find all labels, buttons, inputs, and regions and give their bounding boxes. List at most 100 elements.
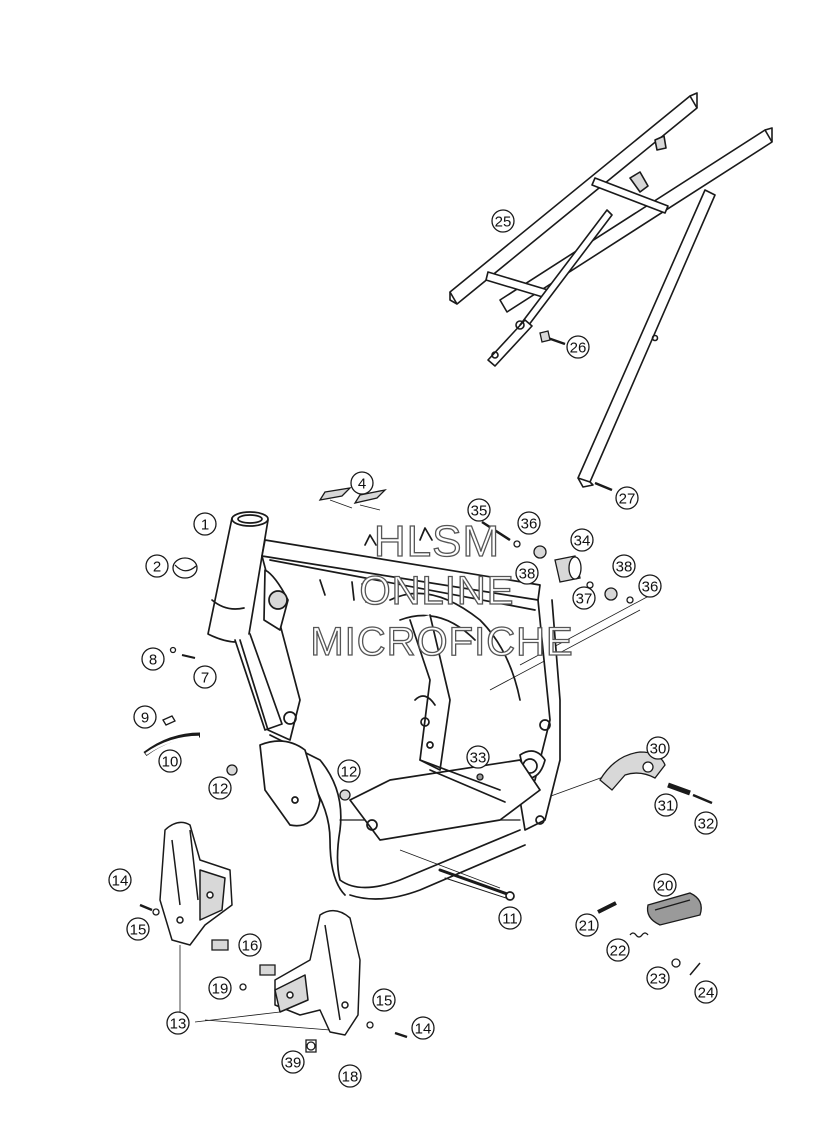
callout-11: 11 [498, 906, 522, 930]
callout-38: 38 [612, 554, 636, 578]
callout-circle [612, 554, 636, 578]
callout-30: 30 [646, 736, 670, 760]
callout-circle [615, 486, 639, 510]
callout-circle [566, 335, 590, 359]
callout-9: 9 [133, 705, 157, 729]
callout-number: 31 [658, 798, 675, 815]
callout-14: 14 [108, 868, 132, 892]
callout-number: 1 [201, 517, 209, 534]
callout-20: 20 [653, 873, 677, 897]
callout-circle [498, 906, 522, 930]
callout-circle [372, 988, 396, 1012]
callout-23: 23 [646, 966, 670, 990]
callout-number: 38 [519, 566, 536, 583]
callout-24: 24 [694, 980, 718, 1004]
callout-31: 31 [654, 793, 678, 817]
callout-34: 34 [570, 528, 594, 552]
callout-circle [606, 938, 630, 962]
callout-26: 26 [566, 335, 590, 359]
main-frame [207, 511, 561, 901]
callout-8: 8 [141, 647, 165, 671]
callout-number: 13 [170, 1016, 187, 1033]
callout-number: 18 [342, 1069, 359, 1086]
callout-number: 7 [201, 670, 209, 687]
callout-number: 9 [141, 710, 149, 727]
callout-number: 37 [576, 591, 593, 608]
leader-lines [179, 499, 661, 1031]
callout-10: 10 [158, 749, 182, 773]
callout-number: 16 [242, 938, 259, 955]
callout-number: 19 [212, 981, 229, 998]
callout-circle [338, 1064, 362, 1088]
callout-22: 22 [606, 938, 630, 962]
callout-circle [193, 665, 217, 689]
callout-2: 2 [145, 554, 169, 578]
callout-19: 19 [208, 976, 232, 1000]
callout-33: 33 [466, 745, 490, 769]
callout-27: 27 [615, 486, 639, 510]
callout-number: 4 [358, 476, 366, 493]
subframe [449, 92, 773, 488]
callout-39: 39 [281, 1050, 305, 1074]
callout-circle [133, 705, 157, 729]
callout-number: 2 [153, 559, 161, 576]
callout-18: 18 [338, 1064, 362, 1088]
callout-circle [108, 868, 132, 892]
callout-14: 14 [411, 1016, 435, 1040]
callout-36: 36 [638, 574, 662, 598]
callout-circle [654, 793, 678, 817]
callout-37: 37 [572, 586, 596, 610]
callout-25: 25 [491, 209, 515, 233]
callout-number: 33 [470, 750, 487, 767]
callout-circle [126, 917, 150, 941]
callout-circle [572, 586, 596, 610]
callout-circle [638, 574, 662, 598]
callout-number: 38 [616, 559, 633, 576]
callout-circle [694, 811, 718, 835]
callout-circle [350, 471, 374, 495]
callout-circle [166, 1011, 190, 1035]
callout-15: 15 [372, 988, 396, 1012]
callout-number: 22 [610, 943, 627, 960]
callout-number: 20 [657, 878, 674, 895]
callout-number: 23 [650, 971, 667, 988]
callout-15: 15 [126, 917, 150, 941]
callout-number: 36 [642, 579, 659, 596]
callout-number: 15 [130, 922, 147, 939]
callout-12: 12 [208, 776, 232, 800]
callout-32: 32 [694, 811, 718, 835]
callout-4: 4 [350, 471, 374, 495]
callout-labels: 1247891011121213141415151618192021222324… [108, 209, 718, 1088]
callout-number: 14 [415, 1021, 432, 1038]
callout-number: 8 [149, 652, 157, 669]
callout-circle [238, 933, 262, 957]
watermark-line-1: HLSM [374, 517, 500, 566]
callout-number: 12 [341, 764, 358, 781]
callout-number: 25 [495, 214, 512, 231]
callout-circle [208, 776, 232, 800]
callout-circle [653, 873, 677, 897]
callout-circle [491, 209, 515, 233]
callout-circle [694, 980, 718, 1004]
callout-number: 26 [570, 340, 587, 357]
callout-number: 10 [162, 754, 179, 771]
callout-circle [337, 759, 361, 783]
callout-number: 34 [574, 533, 591, 550]
callout-circle [570, 528, 594, 552]
callout-number: 36 [521, 516, 538, 533]
callout-number: 24 [698, 985, 715, 1002]
callout-35: 35 [467, 498, 491, 522]
callout-number: 27 [619, 491, 636, 508]
callout-circle [575, 913, 599, 937]
callout-circle [158, 749, 182, 773]
callout-circle [517, 511, 541, 535]
callout-number: 11 [502, 911, 518, 928]
callout-circle [467, 498, 491, 522]
callout-number: 35 [471, 503, 488, 520]
callout-16: 16 [238, 933, 262, 957]
frame-guards [159, 821, 361, 1036]
callout-circle [141, 647, 165, 671]
callout-circle [515, 561, 539, 585]
